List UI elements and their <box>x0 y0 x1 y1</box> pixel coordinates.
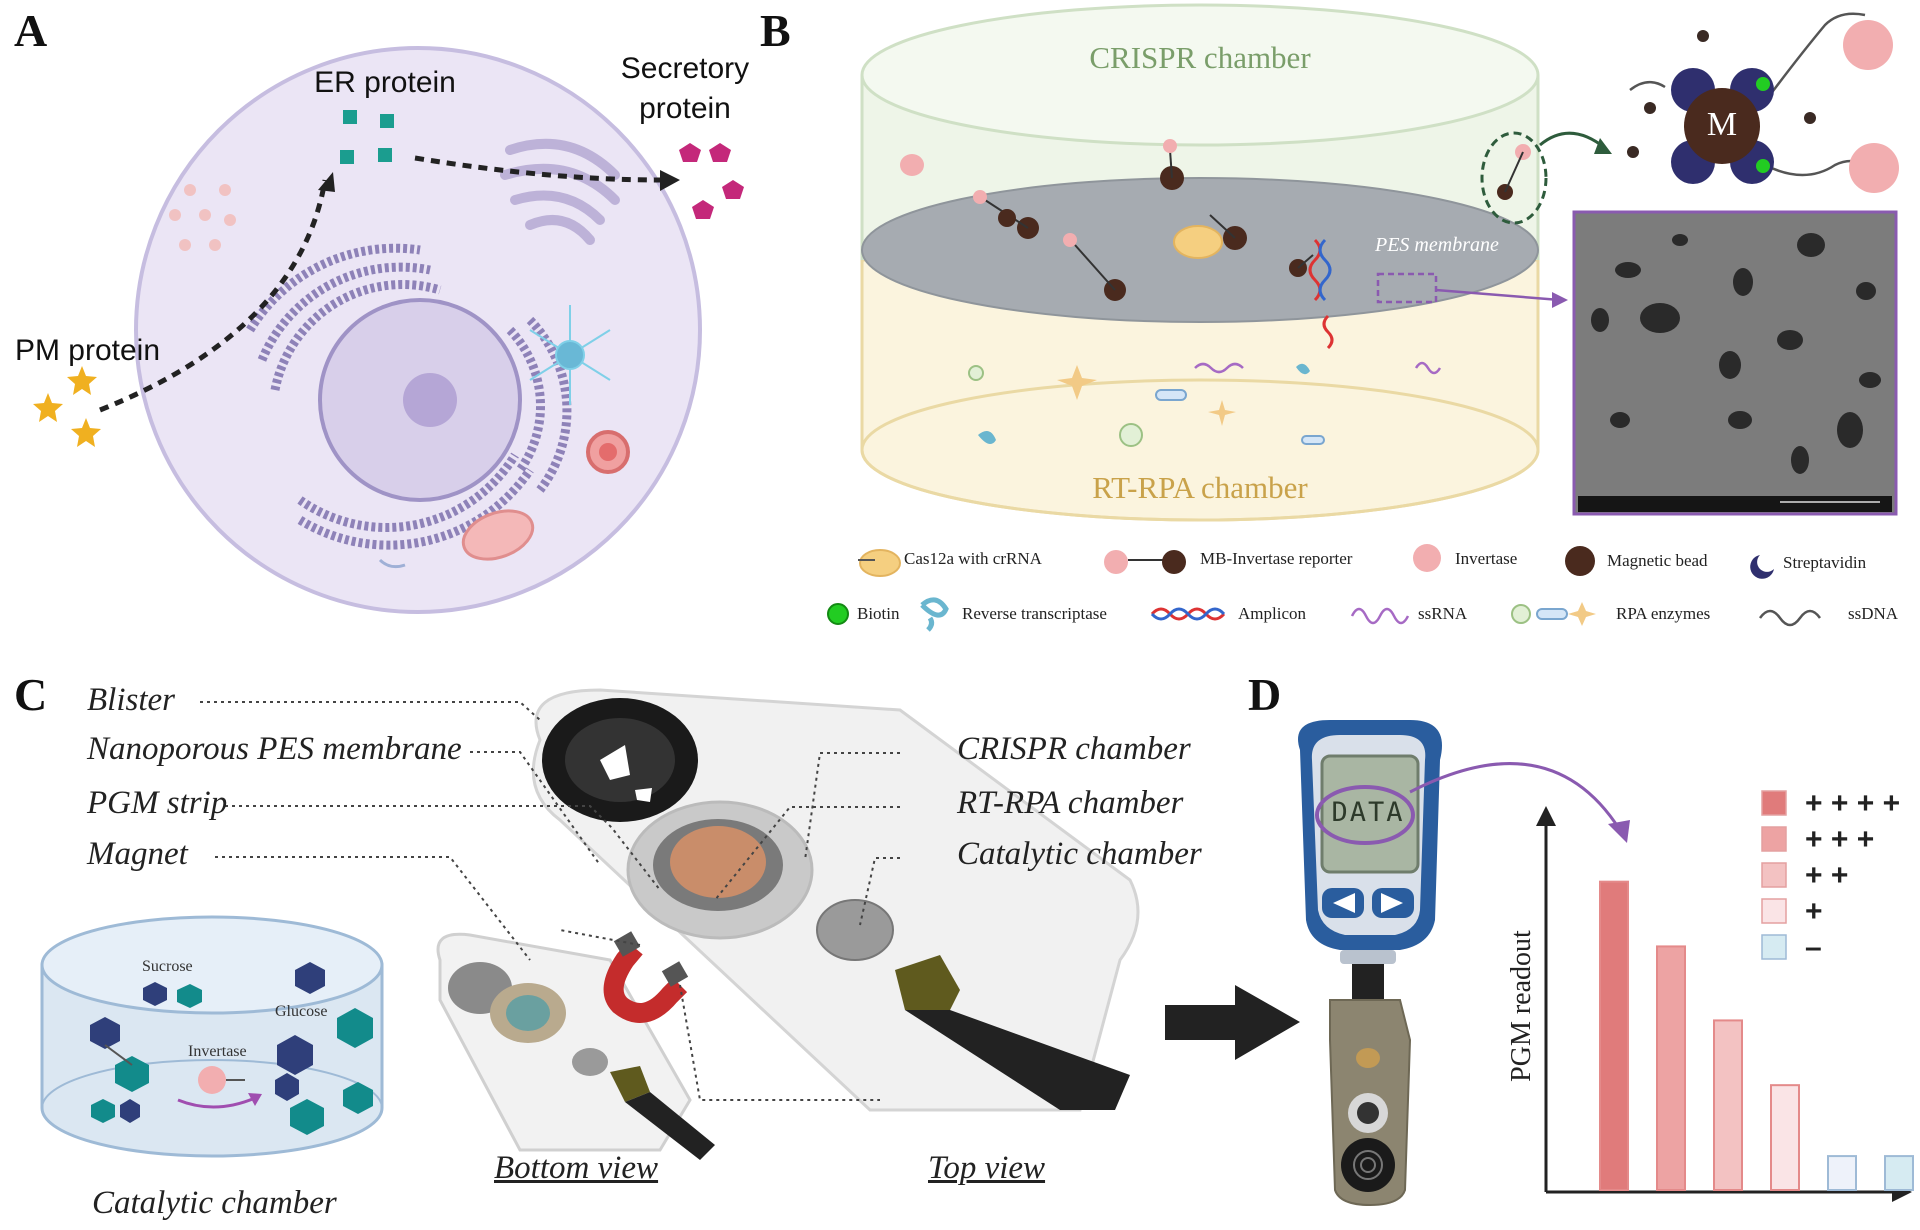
legend-label-negative: – <box>1805 931 1822 964</box>
label-magnet: Magnet <box>87 836 188 872</box>
rtrpa-chamber-label: RT-RPA chamber <box>1092 470 1308 505</box>
legend-streptavidin: Streptavidin <box>1783 553 1867 572</box>
centrosome <box>529 305 611 405</box>
pgm-strip-top <box>895 955 960 1010</box>
pm-to-er-arrow <box>99 179 328 413</box>
cas12a-on-membrane <box>1173 225 1223 259</box>
legend-reverse-transcriptase: Reverse transcriptase <box>962 604 1107 623</box>
secretory-protein-markers <box>679 143 744 219</box>
bar-4 <box>1770 1084 1800 1191</box>
mitochondrion <box>461 509 535 561</box>
sem-pores <box>1591 233 1881 474</box>
vesicles <box>169 184 236 251</box>
legend-amplicon: Amplicon <box>1238 604 1306 623</box>
legend-rpa-enzymes: RPA enzymes <box>1616 604 1711 623</box>
label-pes-membrane: Nanoporous PES membrane <box>87 731 462 767</box>
pes-membrane-label: PES membrane <box>1375 234 1499 256</box>
legend-mb-invertase-reporter: MB-Invertase reporter <box>1200 549 1353 568</box>
bar-1 <box>1599 880 1629 1192</box>
legend-icons-row1 <box>858 544 1774 579</box>
legend-swatch-2 <box>1761 826 1787 852</box>
label-pgm-strip: PGM strip <box>87 785 228 821</box>
rtrpa-chamber-bottom <box>860 378 1540 522</box>
label-bottom-view: Bottom view <box>494 1150 659 1186</box>
bar-3 <box>1713 1019 1743 1192</box>
mb-reporters <box>973 139 1314 301</box>
er-protein-markers <box>340 110 394 164</box>
legend-biotin: Biotin <box>857 604 900 623</box>
panel-d-letter: D <box>1248 669 1282 720</box>
nucleolus <box>403 373 457 427</box>
legend-icons-row2 <box>827 597 1822 632</box>
legend-label-4plus: + + + + <box>1805 787 1901 820</box>
er-to-secretory-arrow <box>414 155 661 183</box>
panel-b-letter: B <box>760 5 791 56</box>
meter-screen <box>1320 754 1420 874</box>
legend-label-3plus: + + + <box>1805 823 1875 856</box>
legend-swatch-5 <box>1761 934 1787 960</box>
meter-display-text: DATA <box>1331 797 1405 828</box>
legend-ssdna: ssDNA <box>1848 604 1899 623</box>
sugar-molecules <box>90 962 373 1135</box>
bar-2 <box>1656 945 1686 1192</box>
label-rtrpa-chamber: RT-RPA chamber <box>957 785 1184 821</box>
label-catalytic-chamber-device: Catalytic chamber <box>957 836 1202 872</box>
secretory-protein-label-line1: Secretory <box>620 52 750 85</box>
pm-protein-stars <box>33 366 101 447</box>
secretory-protein-label-line2: protein <box>639 92 731 125</box>
legend-ssrna: ssRNA <box>1418 604 1468 623</box>
y-axis-label: PGM readout <box>1506 930 1537 1082</box>
legend-magnetic-bead: Magnetic bead <box>1607 551 1708 570</box>
nanoporous-membrane <box>670 826 766 898</box>
flow-arrow <box>1165 985 1300 1060</box>
rpa-components <box>968 361 1442 447</box>
legend-cas12a: Cas12a with crRNA <box>904 549 1042 568</box>
label-glucose: Glucose <box>275 1003 328 1020</box>
label-sucrose: Sucrose <box>142 958 193 975</box>
top-view-device-body <box>531 688 1140 1112</box>
bar-6 <box>1884 1155 1914 1192</box>
legend-invertase: Invertase <box>1455 549 1518 568</box>
legend-label-1plus: + <box>1805 895 1823 928</box>
catalytic-chamber-well <box>816 899 894 961</box>
panel-c-letter: C <box>14 669 48 720</box>
er-protein-label: ER protein <box>314 66 456 99</box>
label-blister: Blister <box>87 682 175 718</box>
crispr-chamber-top <box>860 3 1540 147</box>
bead-letter: M <box>1706 106 1738 143</box>
label-top-view: Top view <box>928 1150 1046 1186</box>
magnetic-bead-complex <box>1627 12 1899 193</box>
legend-swatch-4 <box>1761 898 1787 924</box>
legend-swatch-1 <box>1761 790 1787 816</box>
legend-swatch-3 <box>1761 862 1787 888</box>
pm-protein-label: PM protein <box>14 334 161 367</box>
label-catalytic-chamber-caption: Catalytic chamber <box>92 1185 337 1221</box>
label-crispr-chamber: CRISPR chamber <box>957 731 1191 767</box>
label-invertase: Invertase <box>188 1043 247 1060</box>
legend-label-2plus: + + <box>1805 859 1849 892</box>
bar-5 <box>1827 1155 1857 1192</box>
panel-a-letter: A <box>14 5 48 56</box>
crispr-chamber-label: CRISPR chamber <box>1089 40 1311 75</box>
magnet <box>603 941 688 1023</box>
